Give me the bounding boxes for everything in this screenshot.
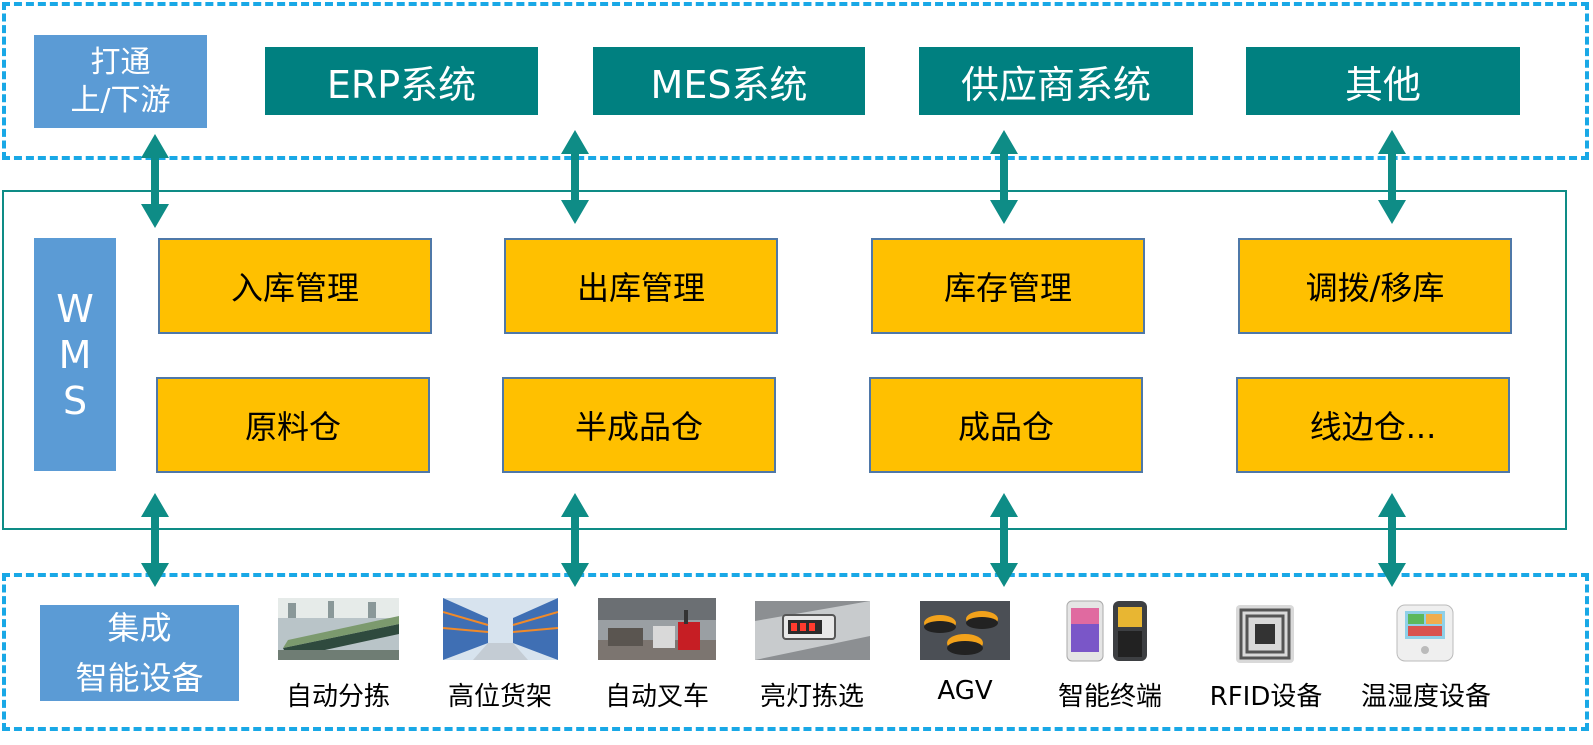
raw-material-warehouse-box: 原料仓: [156, 377, 430, 473]
line-side-warehouse-box: 线边仓...: [1236, 377, 1510, 473]
device-label: 自动叉车: [604, 682, 709, 712]
double-arrow-icon: [561, 130, 589, 224]
high-rack-shelving-photo: [443, 598, 558, 660]
wms-letter: M: [58, 332, 92, 377]
upstream-downstream-label: 打通 上/下游: [34, 35, 207, 128]
device-label: 智能终端: [1057, 682, 1162, 712]
rfid-tag-photo: [1236, 605, 1294, 663]
upstream-downstream-region: [2, 2, 1589, 160]
device-label: 温湿度设备: [1360, 682, 1491, 712]
label-line: 上/下游: [70, 82, 171, 118]
handheld-terminal-photo: [1063, 599, 1151, 662]
pick-to-light-photo: [755, 601, 870, 660]
smart-devices-region: [2, 573, 1589, 731]
transfer-management-box: 调拨/移库: [1238, 238, 1512, 334]
finished-goods-warehouse-box: 成品仓: [869, 377, 1143, 473]
smart-devices-label: 集成 智能设备: [40, 605, 239, 701]
supplier-system-box: 供应商系统: [919, 47, 1193, 115]
inventory-management-box: 库存管理: [871, 238, 1145, 334]
double-arrow-icon: [141, 493, 169, 587]
double-arrow-icon: [1378, 493, 1406, 587]
erp-system-box: ERP系统: [265, 47, 538, 115]
automatic-forklift-photo: [598, 598, 716, 660]
outbound-management-box: 出库管理: [504, 238, 778, 334]
temperature-humidity-sensor-photo: [1395, 603, 1455, 663]
double-arrow-icon: [990, 493, 1018, 587]
wms-letter: W: [56, 286, 94, 331]
label-line: 集成: [107, 609, 172, 647]
device-label: AGV: [937, 676, 993, 706]
conveyor-sorting-photo: [278, 598, 399, 660]
device-label: 自动分拣: [285, 682, 390, 712]
mes-system-box: MES系统: [593, 47, 865, 115]
wms-region: [2, 190, 1567, 530]
label-line: 打通: [90, 44, 151, 80]
device-label: 亮灯拣选: [759, 682, 864, 712]
double-arrow-icon: [1378, 130, 1406, 224]
inbound-management-box: 入库管理: [158, 238, 432, 334]
double-arrow-icon: [141, 134, 169, 228]
other-system-box: 其他: [1246, 47, 1520, 115]
label-line: 智能设备: [75, 659, 204, 697]
wms-label: W M S: [34, 238, 116, 471]
device-label: RFID设备: [1209, 682, 1323, 712]
device-label: 高位货架: [447, 682, 552, 712]
semi-finished-warehouse-box: 半成品仓: [502, 377, 776, 473]
agv-robots-photo: [920, 601, 1010, 660]
double-arrow-icon: [990, 130, 1018, 224]
double-arrow-icon: [561, 493, 589, 587]
wms-letter: S: [62, 378, 88, 423]
